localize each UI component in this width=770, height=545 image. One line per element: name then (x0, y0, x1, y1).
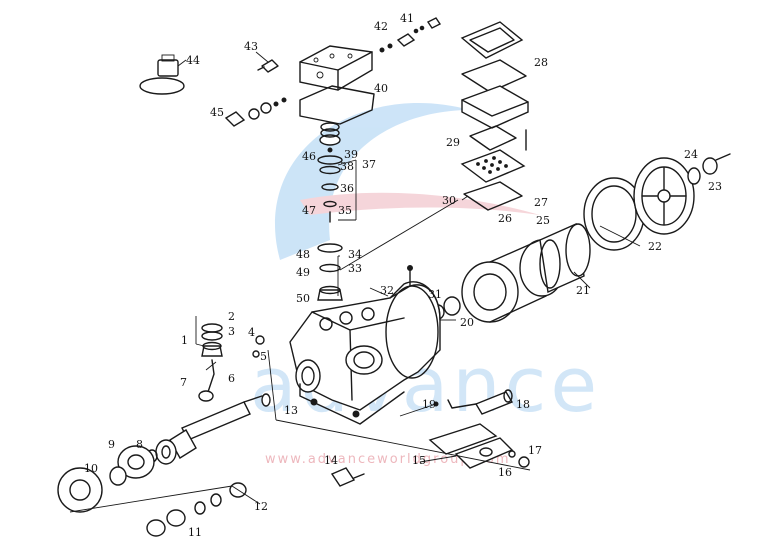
label-31: 31 (428, 288, 442, 301)
label-46: 46 (302, 150, 316, 163)
stud-32 (407, 265, 413, 289)
valve-plate-stack (317, 122, 343, 301)
label-1: 1 (181, 334, 188, 347)
service-valve-flange (224, 97, 287, 127)
label-48: 48 (296, 248, 310, 261)
label-22: 22 (648, 240, 662, 253)
label-37: 37 (362, 158, 376, 171)
part-number-labels: 1 2 3 4 5 6 7 8 9 10 11 12 13 14 15 16 1… (84, 12, 722, 539)
shaft-seal (117, 445, 158, 479)
crankcase-heater (433, 389, 514, 415)
label-45: 45 (210, 106, 224, 119)
label-17: 17 (528, 444, 542, 457)
oil-pump-gears (146, 482, 247, 537)
label-44: 44 (186, 54, 200, 67)
label-35: 35 (338, 204, 352, 217)
crankcase-body (289, 281, 441, 425)
valve-43 (257, 59, 279, 73)
label-41: 41 (400, 12, 414, 25)
label-50: 50 (296, 292, 310, 305)
label-15: 15 (412, 454, 426, 467)
label-26: 26 (498, 212, 512, 225)
label-23: 23 (708, 180, 722, 193)
suction-cover (460, 21, 529, 129)
label-28: 28 (534, 56, 548, 69)
washer-5 (252, 350, 260, 358)
bearing-housing (57, 466, 127, 513)
label-3: 3 (228, 325, 235, 338)
sight-glass (687, 153, 731, 185)
label-32: 32 (380, 284, 394, 297)
label-27: 27 (534, 196, 548, 209)
label-9: 9 (108, 438, 115, 451)
motor-rotor (539, 222, 591, 294)
watermark-url: www.advanceworldgroup.com (265, 452, 511, 467)
label-33: 33 (348, 262, 362, 275)
terminal-block (330, 467, 365, 487)
oil-strainer-plate (460, 149, 526, 183)
drain-plug (508, 450, 530, 468)
label-36: 36 (340, 182, 354, 195)
label-40: 40 (374, 82, 388, 95)
solenoid-coil (139, 54, 185, 95)
label-24: 24 (684, 148, 698, 161)
cylinder-head (299, 45, 373, 91)
label-21: 21 (576, 284, 590, 297)
label-39: 39 (344, 148, 358, 161)
fittings-41-42 (379, 17, 442, 53)
o-ring-13 (261, 393, 271, 407)
label-16: 16 (498, 466, 512, 479)
label-30: 30 (442, 194, 456, 207)
connecting-rod-piston (198, 323, 223, 402)
gasket-30 (463, 181, 523, 211)
label-38: 38 (340, 160, 354, 173)
label-34: 34 (348, 248, 362, 261)
head-gasket (299, 85, 375, 125)
label-6: 6 (228, 372, 235, 385)
label-8: 8 (136, 438, 143, 451)
oil-pan-cover (428, 423, 514, 469)
label-18: 18 (516, 398, 530, 411)
label-25: 25 (536, 214, 550, 227)
label-11: 11 (188, 526, 202, 539)
label-10: 10 (84, 462, 98, 475)
label-12: 12 (254, 500, 268, 513)
label-49: 49 (296, 266, 310, 279)
label-20: 20 (460, 316, 474, 329)
label-19: 19 (422, 398, 436, 411)
label-14: 14 (324, 454, 338, 467)
label-5: 5 (260, 350, 267, 363)
label-42: 42 (374, 20, 388, 33)
bolt-4 (255, 335, 265, 345)
label-4: 4 (248, 326, 255, 339)
crankshaft (155, 395, 263, 465)
label-2: 2 (228, 310, 235, 323)
filter-gasket (469, 125, 517, 151)
label-13: 13 (284, 404, 298, 417)
label-43: 43 (244, 40, 258, 53)
label-7: 7 (180, 376, 187, 389)
label-29: 29 (446, 136, 460, 149)
motor-stator (461, 239, 565, 323)
motor-end-cover (633, 157, 695, 235)
leader-lines (69, 51, 641, 513)
label-47: 47 (302, 204, 316, 217)
